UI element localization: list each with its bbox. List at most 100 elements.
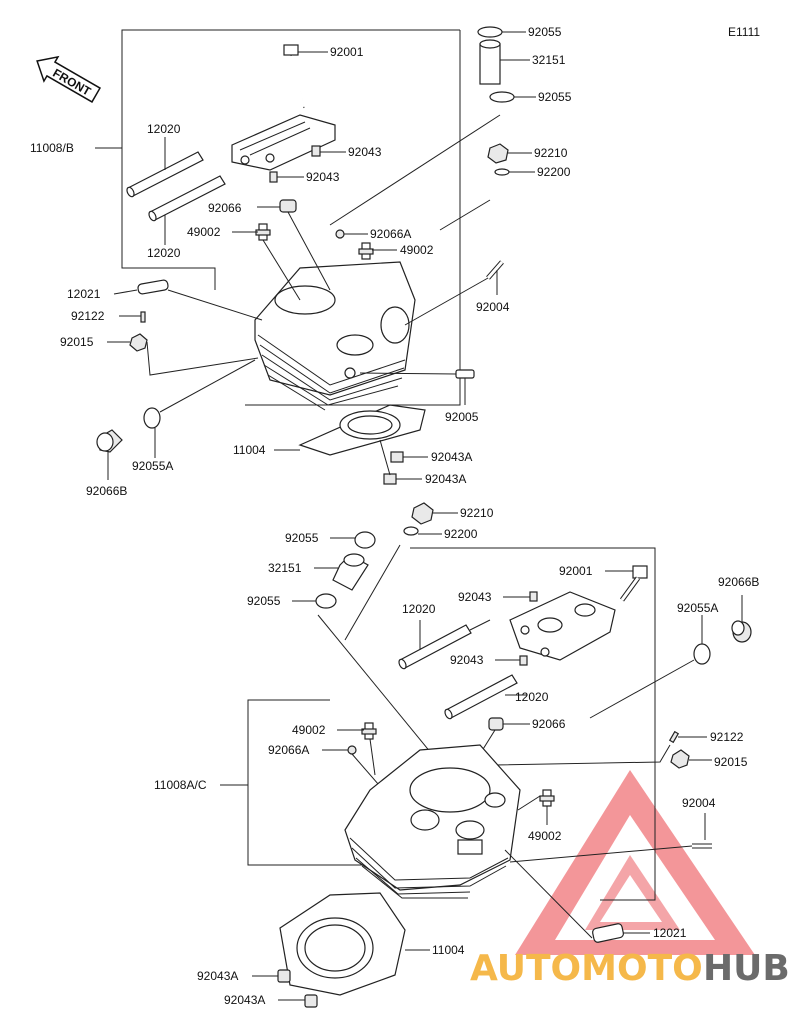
- fitting-49002: [539, 789, 555, 807]
- pin-92122: [668, 730, 680, 744]
- label-92055: 92055: [528, 25, 562, 39]
- label-92043: 92043: [306, 170, 340, 184]
- label-12020: 12020: [147, 246, 181, 260]
- plug-92066a: [335, 229, 345, 239]
- label-92210: 92210: [460, 506, 494, 520]
- label-12020: 12020: [515, 690, 549, 704]
- label-92066b: 92066B: [86, 484, 127, 498]
- label-32151: 32151: [268, 561, 302, 575]
- label-92043: 92043: [348, 145, 382, 159]
- head-gasket-11004: [279, 892, 406, 996]
- tube-32151: [332, 553, 369, 591]
- label-92055a: 92055A: [132, 459, 173, 473]
- watermark-text-hub: HUB: [703, 948, 790, 989]
- label-92200: 92200: [444, 527, 478, 541]
- o-ring-92055a: [143, 407, 161, 429]
- gasket-12021: [592, 923, 624, 943]
- label-92004: 92004: [682, 796, 716, 810]
- dowel-92043: [269, 171, 278, 183]
- leader-line: [494, 744, 671, 766]
- watermark-text-automoto: AUTOMOTO: [470, 948, 703, 989]
- label-92055: 92055: [247, 594, 281, 608]
- bracket-line: [121, 148, 216, 290]
- dowel-92043: [311, 145, 321, 157]
- bracket-line: [410, 547, 656, 901]
- dowel-92043a: [383, 473, 397, 485]
- plug-92066a: [347, 745, 357, 755]
- o-ring-92055a: [693, 643, 711, 665]
- o-ring-92055: [489, 91, 515, 103]
- tube-32151: [479, 39, 501, 85]
- label-92015: 92015: [714, 755, 748, 769]
- cylinder-head-top: [254, 261, 416, 411]
- label-92043a: 92043A: [197, 969, 238, 983]
- front-arrow-icon: FRONT: [36, 55, 102, 103]
- fitting-49002: [358, 242, 374, 260]
- label-92043a: 92043A: [431, 450, 472, 464]
- gasket-12021: [137, 279, 169, 295]
- label-12021: 12021: [67, 287, 101, 301]
- label-11008a-c: 11008A/C: [154, 778, 207, 792]
- dowel-92043: [529, 591, 538, 602]
- leader-line: [439, 199, 491, 231]
- label-12021: 12021: [653, 926, 687, 940]
- leader-line: [359, 372, 457, 375]
- leader-line: [159, 359, 256, 413]
- leader-line: [287, 211, 331, 291]
- label-12020: 12020: [402, 602, 436, 616]
- fitting-49002: [361, 722, 377, 740]
- bracket-line: [121, 29, 460, 148]
- label-92210: 92210: [534, 146, 568, 160]
- rocker-holder-top: [231, 114, 336, 171]
- fitting-49002: [255, 223, 271, 241]
- label-92043: 92043: [450, 653, 484, 667]
- rocker-holder-bottom: [509, 591, 616, 661]
- label-92043: 92043: [458, 590, 492, 604]
- o-ring-92055: [315, 593, 337, 609]
- plug-92066: [279, 199, 297, 213]
- washer-92200: [403, 526, 419, 536]
- cap-92066b: [96, 429, 123, 453]
- rocker-shaft-12020: [148, 175, 226, 222]
- leader-line: [589, 659, 695, 719]
- label-92001: 92001: [330, 45, 364, 59]
- watermark-logo: [515, 770, 755, 955]
- label-92043a: 92043A: [425, 472, 466, 486]
- label-92005: 92005: [445, 410, 479, 424]
- o-ring-92055: [354, 531, 376, 549]
- rocker-shaft-12020: [398, 624, 472, 670]
- label-92055: 92055: [285, 531, 319, 545]
- diagram-code: E1111: [728, 25, 760, 39]
- label-92066a: 92066A: [370, 227, 411, 241]
- label-49002: 49002: [400, 243, 434, 257]
- stud-92004: [486, 260, 504, 280]
- fitting-92005: [455, 369, 475, 379]
- rocker-shaft-12020: [126, 151, 204, 198]
- o-ring-92055: [477, 26, 503, 38]
- label-92122: 92122: [710, 730, 744, 744]
- bracket-line: [247, 699, 445, 866]
- dowel-92043: [519, 655, 528, 666]
- label-92001: 92001: [559, 564, 593, 578]
- label-11004: 11004: [432, 943, 465, 957]
- leader-line: [344, 544, 401, 641]
- leader-line: [329, 114, 501, 226]
- cylinder-head-bottom: [344, 744, 521, 899]
- leader-line: [369, 738, 376, 776]
- bolt-92015: [129, 333, 148, 352]
- pin-92122: [140, 311, 146, 323]
- label-92055a: 92055A: [677, 601, 718, 615]
- leader-line: [167, 289, 263, 321]
- label-92043a: 92043A: [224, 993, 265, 1007]
- label-49002: 49002: [292, 723, 326, 737]
- leader-line: [509, 845, 693, 863]
- bolt-92001-bottom: [619, 565, 648, 602]
- dowel-92043a: [277, 969, 291, 983]
- label-92055: 92055: [538, 90, 572, 104]
- nut-92210: [411, 502, 434, 525]
- label-12020: 12020: [147, 122, 181, 136]
- leader-line: [113, 289, 138, 295]
- washer-92200: [494, 168, 510, 176]
- leader-line: [504, 849, 593, 939]
